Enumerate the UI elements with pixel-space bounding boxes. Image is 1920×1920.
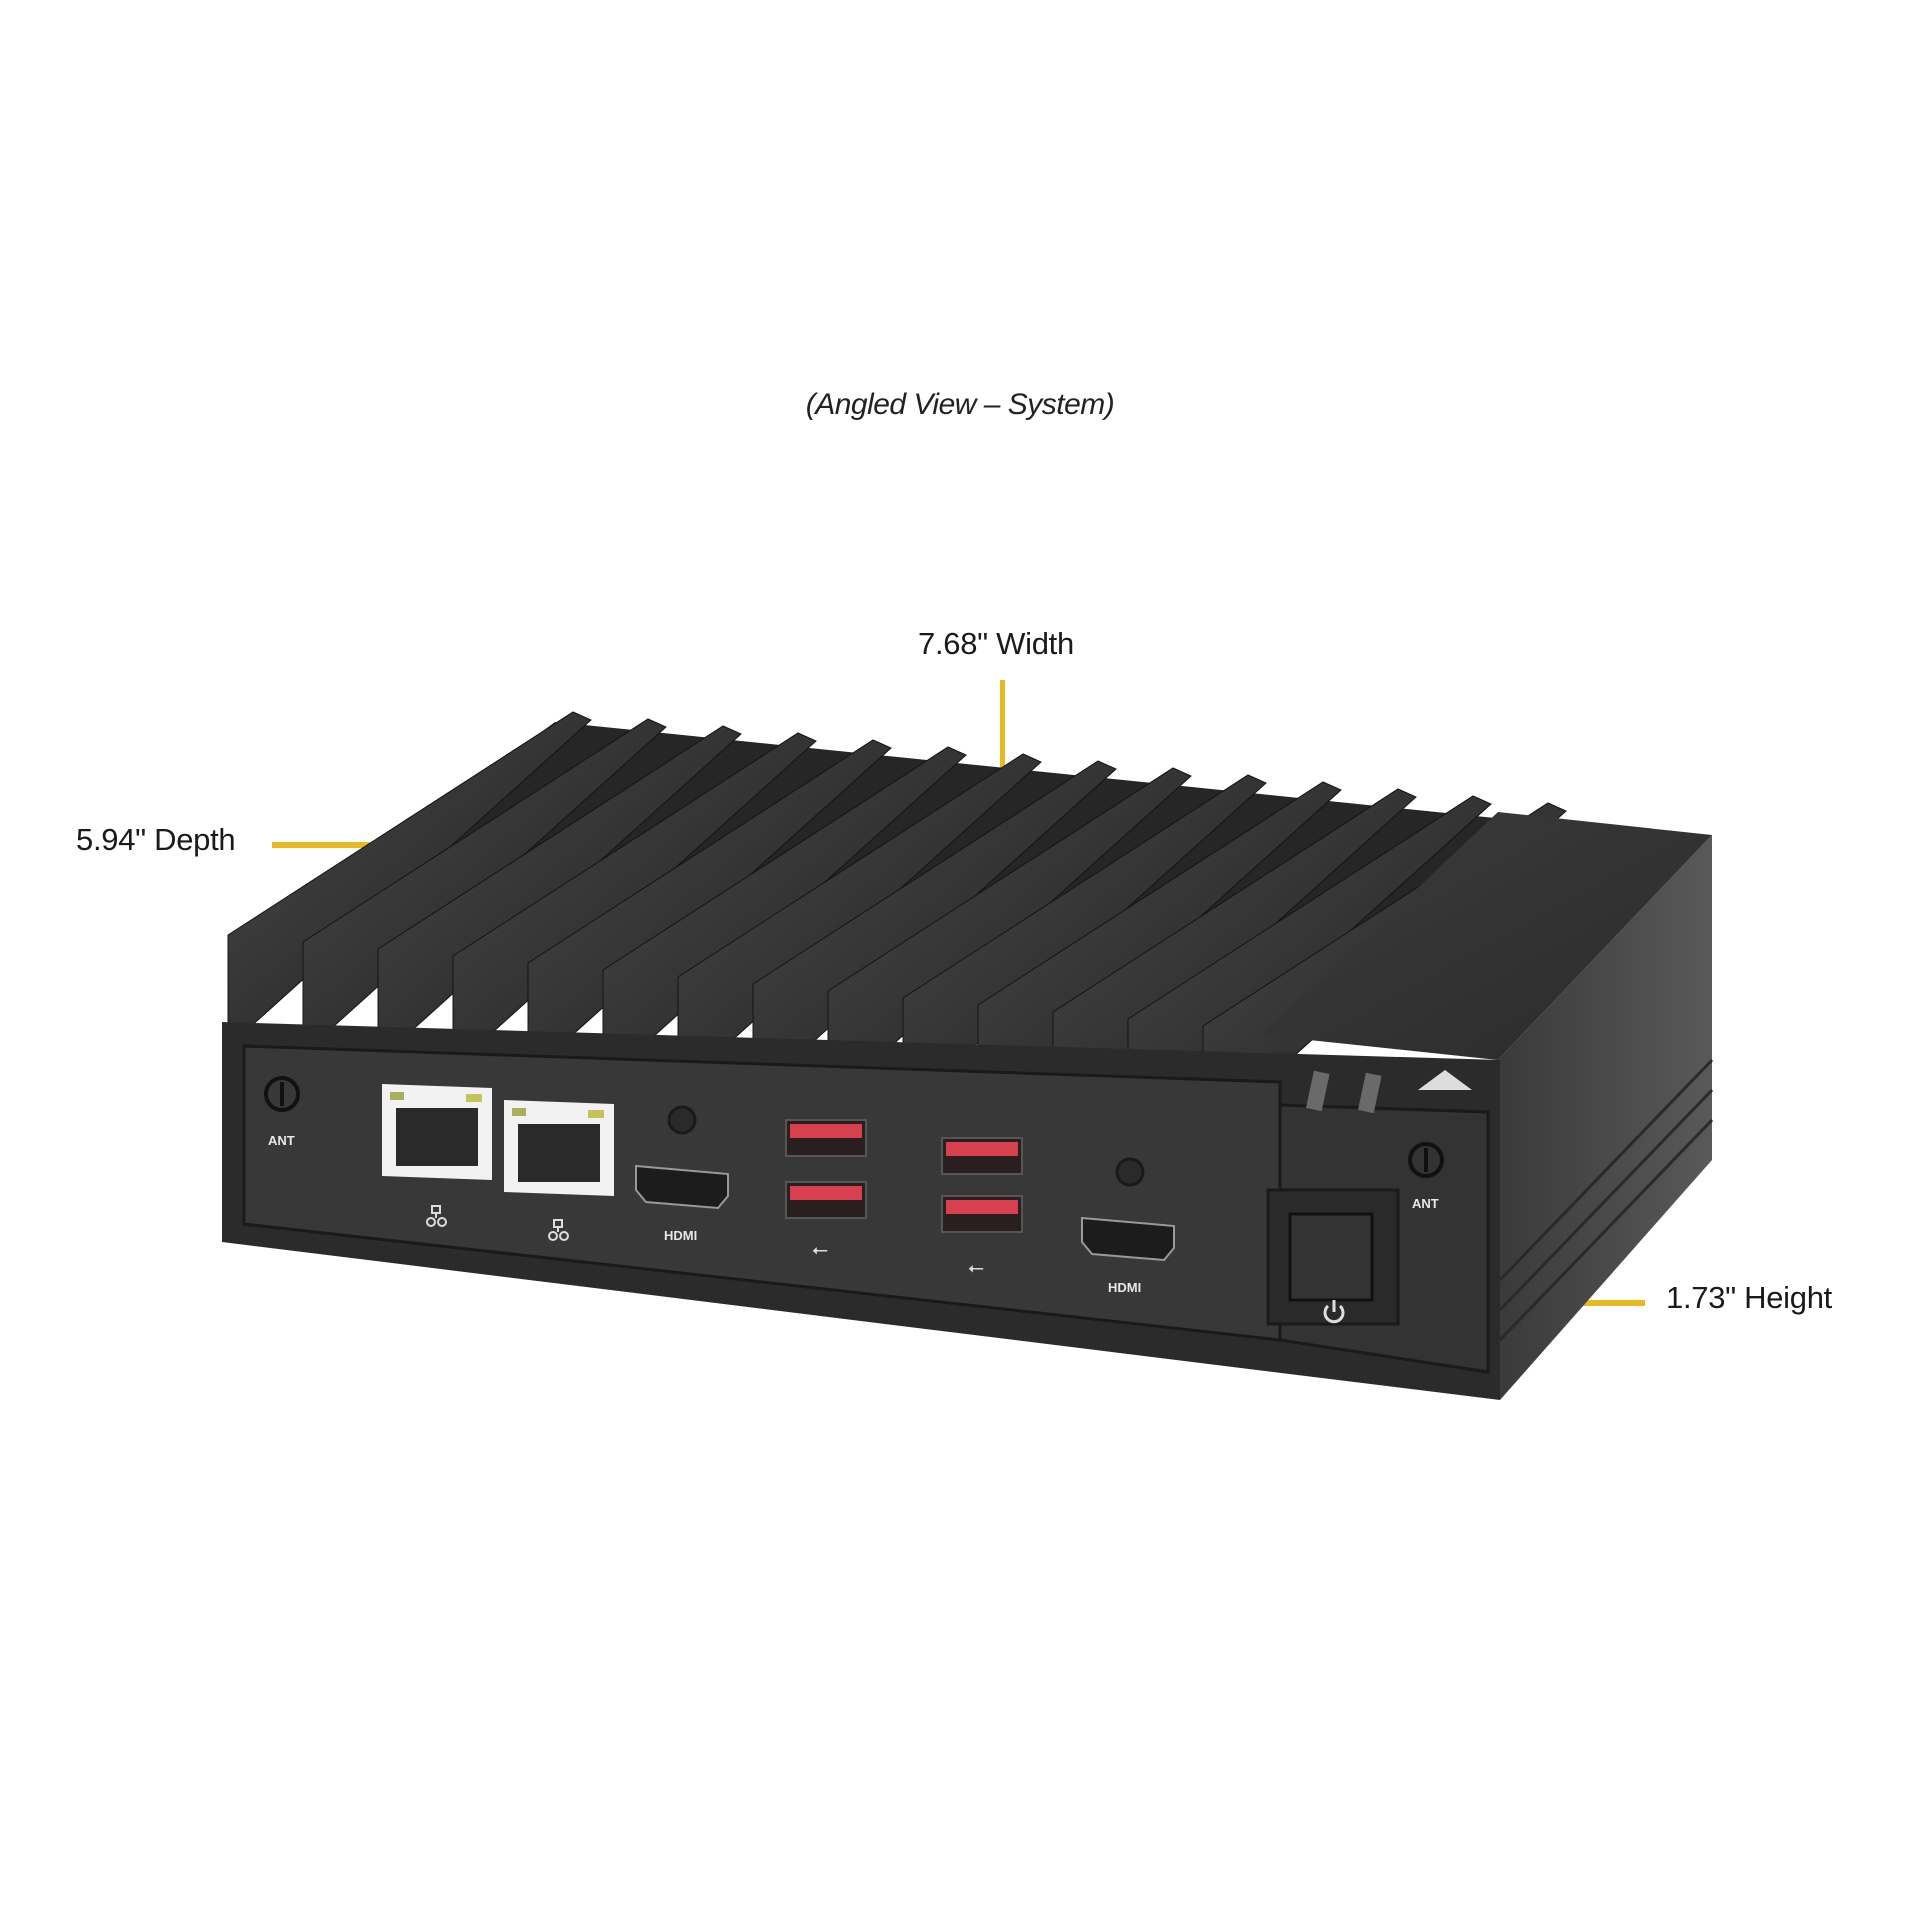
usb-icon: ⭠ [812, 1239, 828, 1261]
screw-icon [1115, 1157, 1145, 1187]
hdmi-label-right: HDMI [1108, 1280, 1141, 1295]
depth-leader-line [272, 842, 396, 848]
power-button[interactable] [1266, 1188, 1400, 1326]
view-caption: (Angled View – System) [805, 388, 1115, 421]
ant-label-left: ANT [268, 1133, 295, 1148]
network-icon [426, 1205, 447, 1227]
lan-port-1[interactable] [382, 1084, 492, 1227]
network-icon [548, 1219, 569, 1241]
hdmi-label-left: HDMI [664, 1228, 697, 1243]
hdmi-port-right[interactable]: HDMI [1081, 1216, 1175, 1295]
usb-stack-2[interactable]: ⭠ [941, 1137, 1023, 1279]
led-indicator [1306, 1070, 1330, 1112]
width-dimension-label: 7.68" Width [918, 626, 1074, 661]
hdmi-port-left[interactable]: HDMI [635, 1164, 729, 1243]
antenna-icon [264, 1076, 300, 1112]
usb-icon: ⭠ [968, 1257, 984, 1279]
side-enclosure [1262, 812, 1714, 1400]
power-icon [1323, 1300, 1345, 1324]
width-leader-line [1000, 680, 1005, 816]
antenna-connector-right[interactable]: ANT [1408, 1142, 1444, 1211]
ant-label-right: ANT [1412, 1196, 1439, 1211]
warning-triangle-icon [1418, 1070, 1472, 1090]
lan-port-2[interactable] [504, 1100, 614, 1241]
depth-dimension-label: 5.94" Depth [76, 822, 236, 857]
screw-icon [667, 1105, 697, 1135]
antenna-connector-left[interactable]: ANT [264, 1076, 300, 1148]
height-dimension-label: 1.73" Height [1666, 1280, 1832, 1315]
antenna-icon [1408, 1142, 1444, 1178]
usb-stack-1[interactable]: ⭠ [785, 1119, 867, 1261]
led-indicator [1358, 1072, 1382, 1114]
